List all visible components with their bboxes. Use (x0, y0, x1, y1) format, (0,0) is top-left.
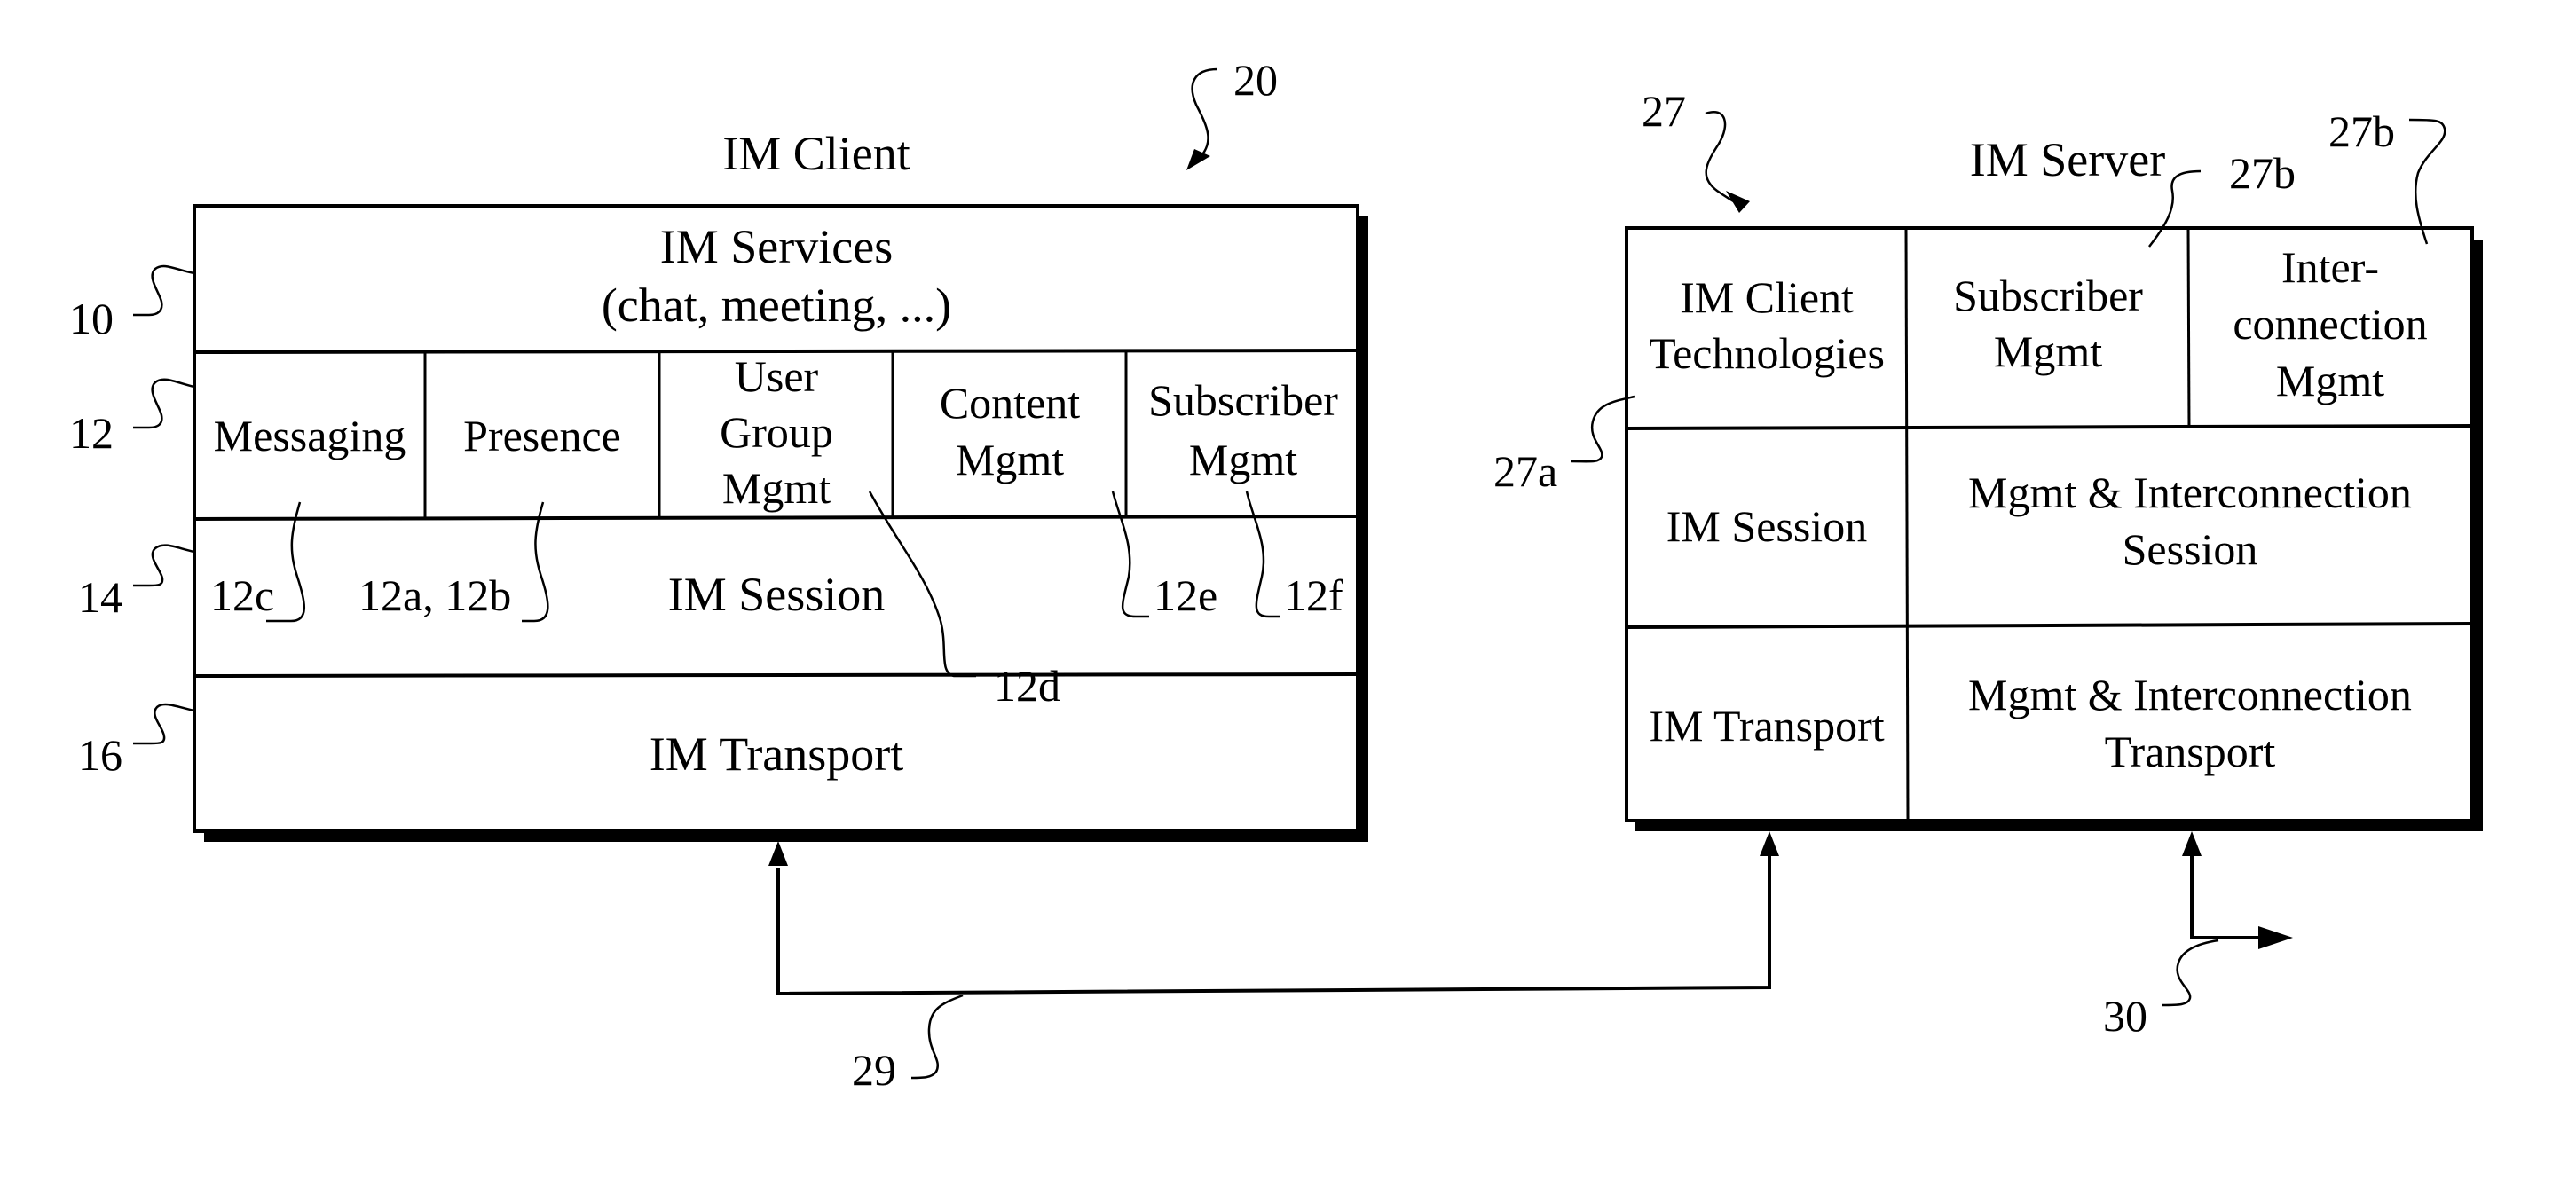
ref-label-30: 30 (2103, 991, 2147, 1041)
transport-label: IM Transport (650, 727, 904, 781)
component-label: Messaging (214, 411, 406, 460)
external-link: 30 (2103, 831, 2293, 1041)
server-session-right-label: Session (2123, 524, 2258, 574)
link-30-line (2192, 854, 2265, 938)
client-ref-label: 20 (1233, 55, 1278, 105)
services-subtitle: (chat, meeting, ...) (602, 279, 951, 332)
server-cell-label: Mgmt (1994, 326, 2102, 376)
ref-leader-12 (133, 380, 194, 428)
server-transport-right-label: Transport (2105, 727, 2276, 776)
server-cell-label: Technologies (1649, 328, 1885, 378)
server-ref-arrowhead-icon (1726, 191, 1750, 213)
client-title: IM Client (722, 127, 910, 180)
ref-label-12e: 12e (1154, 570, 1217, 620)
ref-leader-29 (911, 995, 963, 1078)
ref-label-12a-12b: 12a, 12b (358, 570, 511, 620)
component-label: User (735, 351, 819, 401)
ref-label-14: 14 (78, 572, 122, 622)
client-server-link: 29 (768, 831, 1779, 1095)
server-session-left-label: IM Session (1666, 501, 1867, 551)
client-ref-leader (1193, 69, 1217, 158)
ref-leader-27b-interconnection (2409, 120, 2445, 244)
ref-label-27b-interconnection: 27b (2328, 106, 2395, 156)
server-transport-right-label: Mgmt & Interconnection (1968, 670, 2412, 719)
server-cell-label: connection (2233, 299, 2427, 349)
server-title: IM Server (1970, 133, 2165, 186)
component-label: Mgmt (1189, 435, 1297, 484)
component-user-group-mgmt: User Group Mgmt (720, 351, 833, 513)
component-label: Content (940, 378, 1080, 428)
ref-leader-30 (2162, 940, 2218, 1005)
im-server: IM Server 27 IM Client Technologies Subs… (1493, 86, 2483, 831)
server-ref-leader (1706, 112, 1741, 206)
ref-label-29: 29 (852, 1045, 896, 1095)
server-col-divider (1906, 229, 1908, 821)
ref-leader-10 (133, 266, 194, 315)
component-label: Presence (463, 411, 621, 460)
server-ref-27: 27 (1642, 86, 1750, 213)
ref-label-12d: 12d (994, 661, 1060, 711)
external-arrowhead-up-icon (2182, 831, 2202, 856)
client-layer-refs: 10 12 14 16 (69, 266, 194, 780)
server-cell-label: IM Client (1680, 272, 1854, 322)
ref-leader-14 (133, 546, 194, 586)
ref-label-10: 10 (69, 294, 114, 343)
component-label: Mgmt (722, 463, 831, 513)
server-ref-label: 27 (1642, 86, 1686, 136)
ref-leader-16 (133, 704, 194, 743)
external-arrowhead-right-icon (2258, 926, 2293, 949)
session-label: IM Session (668, 568, 886, 621)
server-cell-label: Subscriber (1953, 271, 2143, 320)
component-label: Group (720, 407, 833, 457)
ref-label-27b-subscriber: 27b (2229, 148, 2296, 198)
server-session-right-label: Mgmt & Interconnection (1968, 468, 2412, 517)
services-title: IM Services (660, 220, 893, 273)
im-client: IM Client 20 IM Services (chat, meeting,… (69, 55, 1368, 842)
server-cell-label: Mgmt (2276, 356, 2384, 405)
client-layer-transport: IM Transport (650, 727, 904, 781)
server-cell-label: Inter- (2281, 242, 2379, 292)
ref-label-12c: 12c (210, 570, 274, 620)
client-ref-arrowhead-icon (1186, 149, 1210, 170)
link-arrowhead-up-icon (1760, 831, 1779, 856)
link-29-line (778, 854, 1769, 994)
component-label: Subscriber (1148, 375, 1338, 425)
server-col-divider (2188, 229, 2189, 427)
component-presence: Presence (463, 411, 621, 460)
ref-label-12: 12 (69, 408, 114, 458)
ref-label-27a: 27a (1493, 446, 1557, 496)
component-label: Mgmt (956, 435, 1064, 484)
component-messaging: Messaging (214, 411, 406, 460)
ref-label-12f: 12f (1284, 570, 1343, 620)
server-transport-left-label: IM Transport (1649, 701, 1884, 751)
client-row-divider (194, 674, 1358, 676)
client-ref-20: 20 (1186, 55, 1278, 170)
ref-label-16: 16 (78, 730, 122, 780)
link-arrowhead-up-icon (768, 841, 788, 866)
